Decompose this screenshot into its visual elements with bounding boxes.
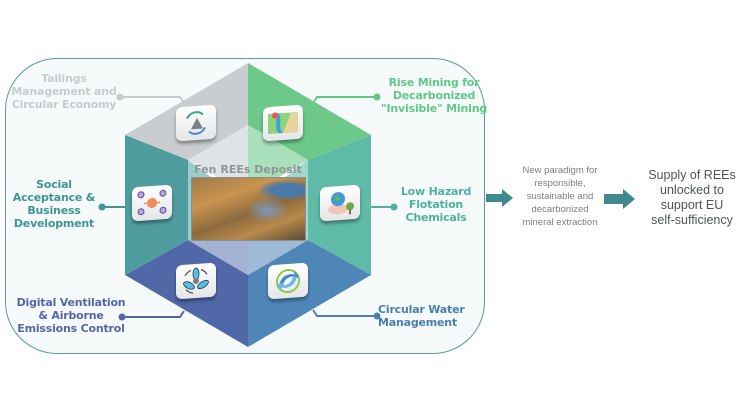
terrain-map-icon — [263, 104, 303, 142]
label-line: Decarbonized — [392, 89, 476, 102]
label-line: Social — [36, 178, 72, 191]
label-rise-mining: Rise Mining for Decarbonized "Invisible"… — [381, 76, 487, 115]
label-water: Circular Water Management — [378, 303, 474, 329]
water-cycle-icon — [268, 262, 308, 300]
text-line: mineral extraction — [522, 217, 598, 228]
text-line: New paradigm for — [522, 165, 598, 176]
label-line: Chemicals — [405, 211, 467, 224]
outcome-text: Supply of REEs unlocked to support EU se… — [636, 168, 748, 228]
label-line: & Airborne — [38, 309, 104, 322]
earth-hand-tree-icon — [320, 184, 360, 222]
deposit-aerial-image — [191, 177, 306, 241]
label-flotation: Low Hazard Flotation Chemicals — [396, 185, 476, 224]
text-line: sustainable and — [526, 191, 594, 202]
label-line: Business — [27, 204, 81, 217]
text-line: decarbonized — [531, 204, 589, 215]
label-line: Development — [13, 217, 95, 230]
text-line: responsible, — [534, 178, 586, 189]
label-line: Flotation — [408, 198, 464, 211]
label-line: Management and — [11, 85, 117, 98]
label-tailings: Tailings Management and Circular Economy — [10, 72, 118, 111]
label-line: Tailings — [41, 72, 87, 85]
paradigm-text: New paradigm for responsible, sustainabl… — [505, 164, 615, 229]
text-line: unlocked to — [660, 183, 724, 197]
connector-water — [312, 309, 381, 320]
people-network-icon — [132, 184, 172, 222]
deposit-title: Fen REEs Deposit — [194, 163, 302, 176]
connector-tailings — [116, 93, 185, 104]
connector-flotation — [371, 203, 398, 211]
label-line: Acceptance & — [12, 191, 96, 204]
text-line: Supply of REEs — [648, 168, 736, 182]
arrow-to-paradigm — [486, 189, 513, 207]
label-line: Circular Water — [378, 303, 465, 316]
arrow-to-outcome — [604, 189, 635, 209]
connector-social — [98, 203, 125, 211]
fan-icon — [176, 262, 216, 300]
label-line: Low Hazard — [400, 185, 472, 198]
text-line: support EU — [660, 198, 724, 212]
label-line: Circular Economy — [11, 98, 117, 111]
label-social: Social Acceptance & Business Development — [8, 178, 100, 230]
label-line: "Invisible" Mining — [381, 102, 488, 115]
label-line: Emissions Control — [17, 322, 125, 335]
recycle-mountain-icon — [176, 104, 216, 142]
text-line: self-sufficiency — [651, 213, 733, 227]
connector-rise-mining — [312, 93, 381, 104]
label-line: Rise Mining for — [388, 76, 480, 89]
label-ventilation: Digital Ventilation & Airborne Emissions… — [14, 296, 128, 335]
label-line: Digital Ventilation — [16, 296, 126, 309]
connector-ventilation — [118, 310, 185, 321]
label-line: Management — [378, 316, 457, 329]
